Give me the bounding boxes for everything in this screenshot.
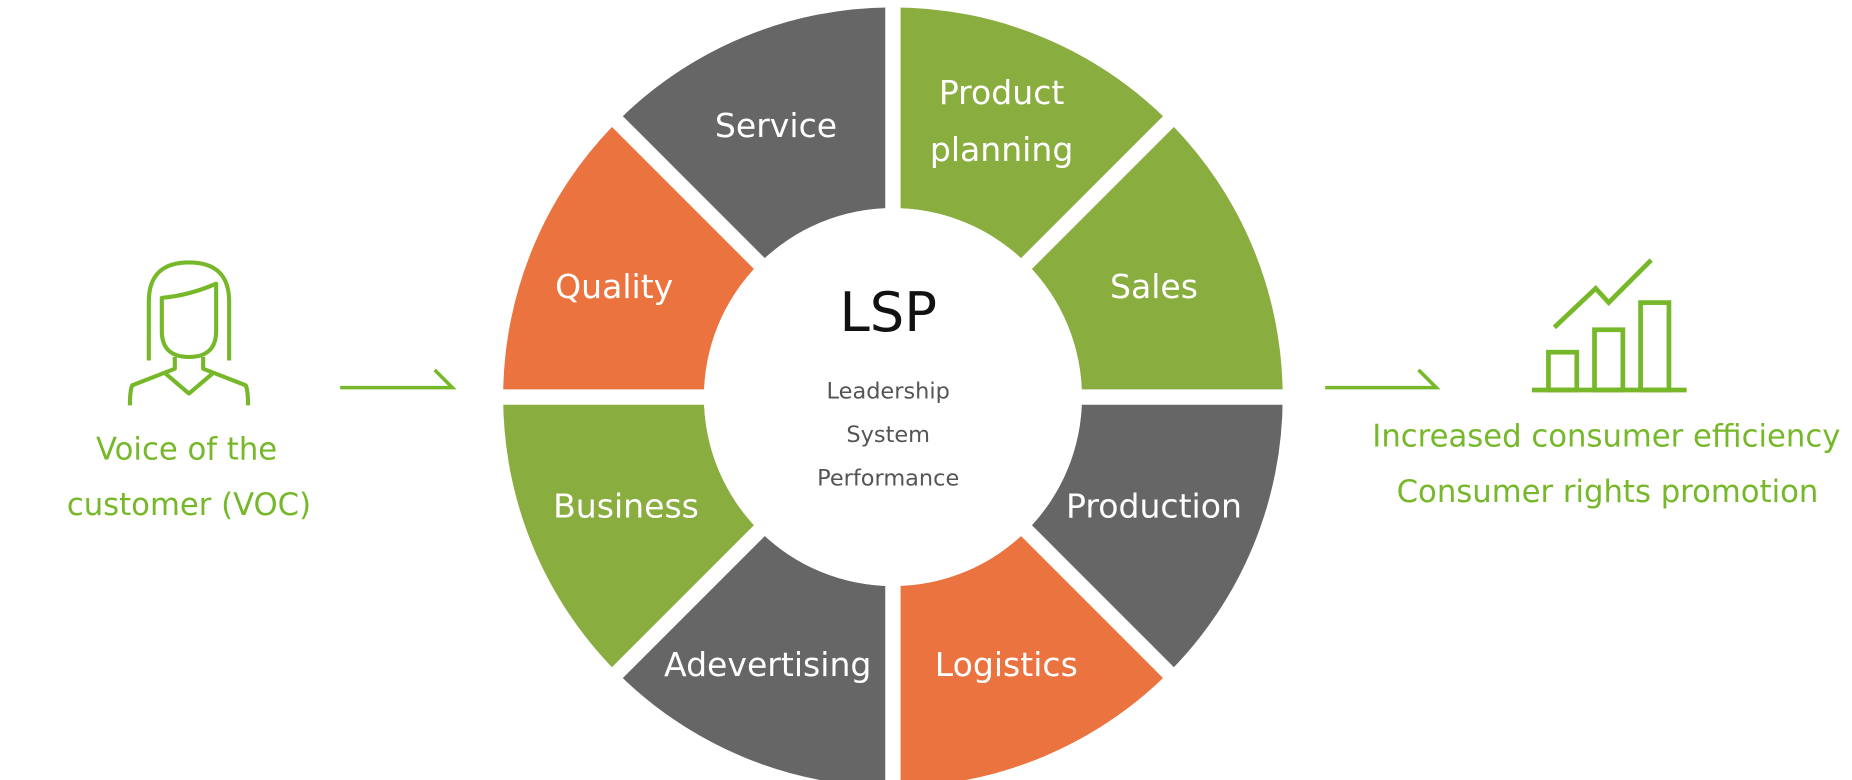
segment-label: Logistics	[935, 645, 1078, 684]
voc-line-2: customer (VOC)	[67, 488, 311, 523]
segment-product-planning	[892, 7, 1169, 264]
lsp-wheel	[491, 0, 1295, 780]
center-title: LSP	[839, 281, 937, 344]
segment-adevertising	[617, 530, 893, 780]
arrow-right-icon	[1325, 368, 1441, 390]
segment-label: Business	[553, 487, 699, 526]
center-circle	[703, 208, 1082, 587]
outcome-line-2: Consumer rights promotion	[1397, 475, 1819, 510]
outcome-line-1: Increased consumer efficiency	[1372, 420, 1840, 455]
center-subtitle-1: Leadership	[827, 378, 950, 404]
segment-label: Production	[1066, 487, 1242, 526]
voc-line-1: Voice of the	[96, 433, 277, 468]
segment-label: Adevertising	[664, 645, 871, 684]
center-subtitle-2: System	[846, 422, 930, 448]
segment-service	[617, 7, 893, 264]
segment-label: Sales	[1110, 267, 1198, 306]
segment-quality	[503, 121, 760, 398]
segment-label: Service	[715, 106, 837, 145]
segment-sales	[1026, 121, 1283, 398]
segment-logistics	[892, 530, 1169, 780]
person-icon	[127, 260, 251, 406]
segment-label: Quality	[555, 267, 673, 306]
arrow-left-icon	[340, 368, 457, 390]
center-subtitle-3: Performance	[817, 466, 959, 492]
segment-production	[1026, 397, 1283, 673]
growth-chart-icon	[1531, 258, 1687, 393]
segment-label: planning	[930, 130, 1073, 169]
segment-business	[503, 397, 760, 673]
segment-label: Product	[939, 73, 1065, 112]
